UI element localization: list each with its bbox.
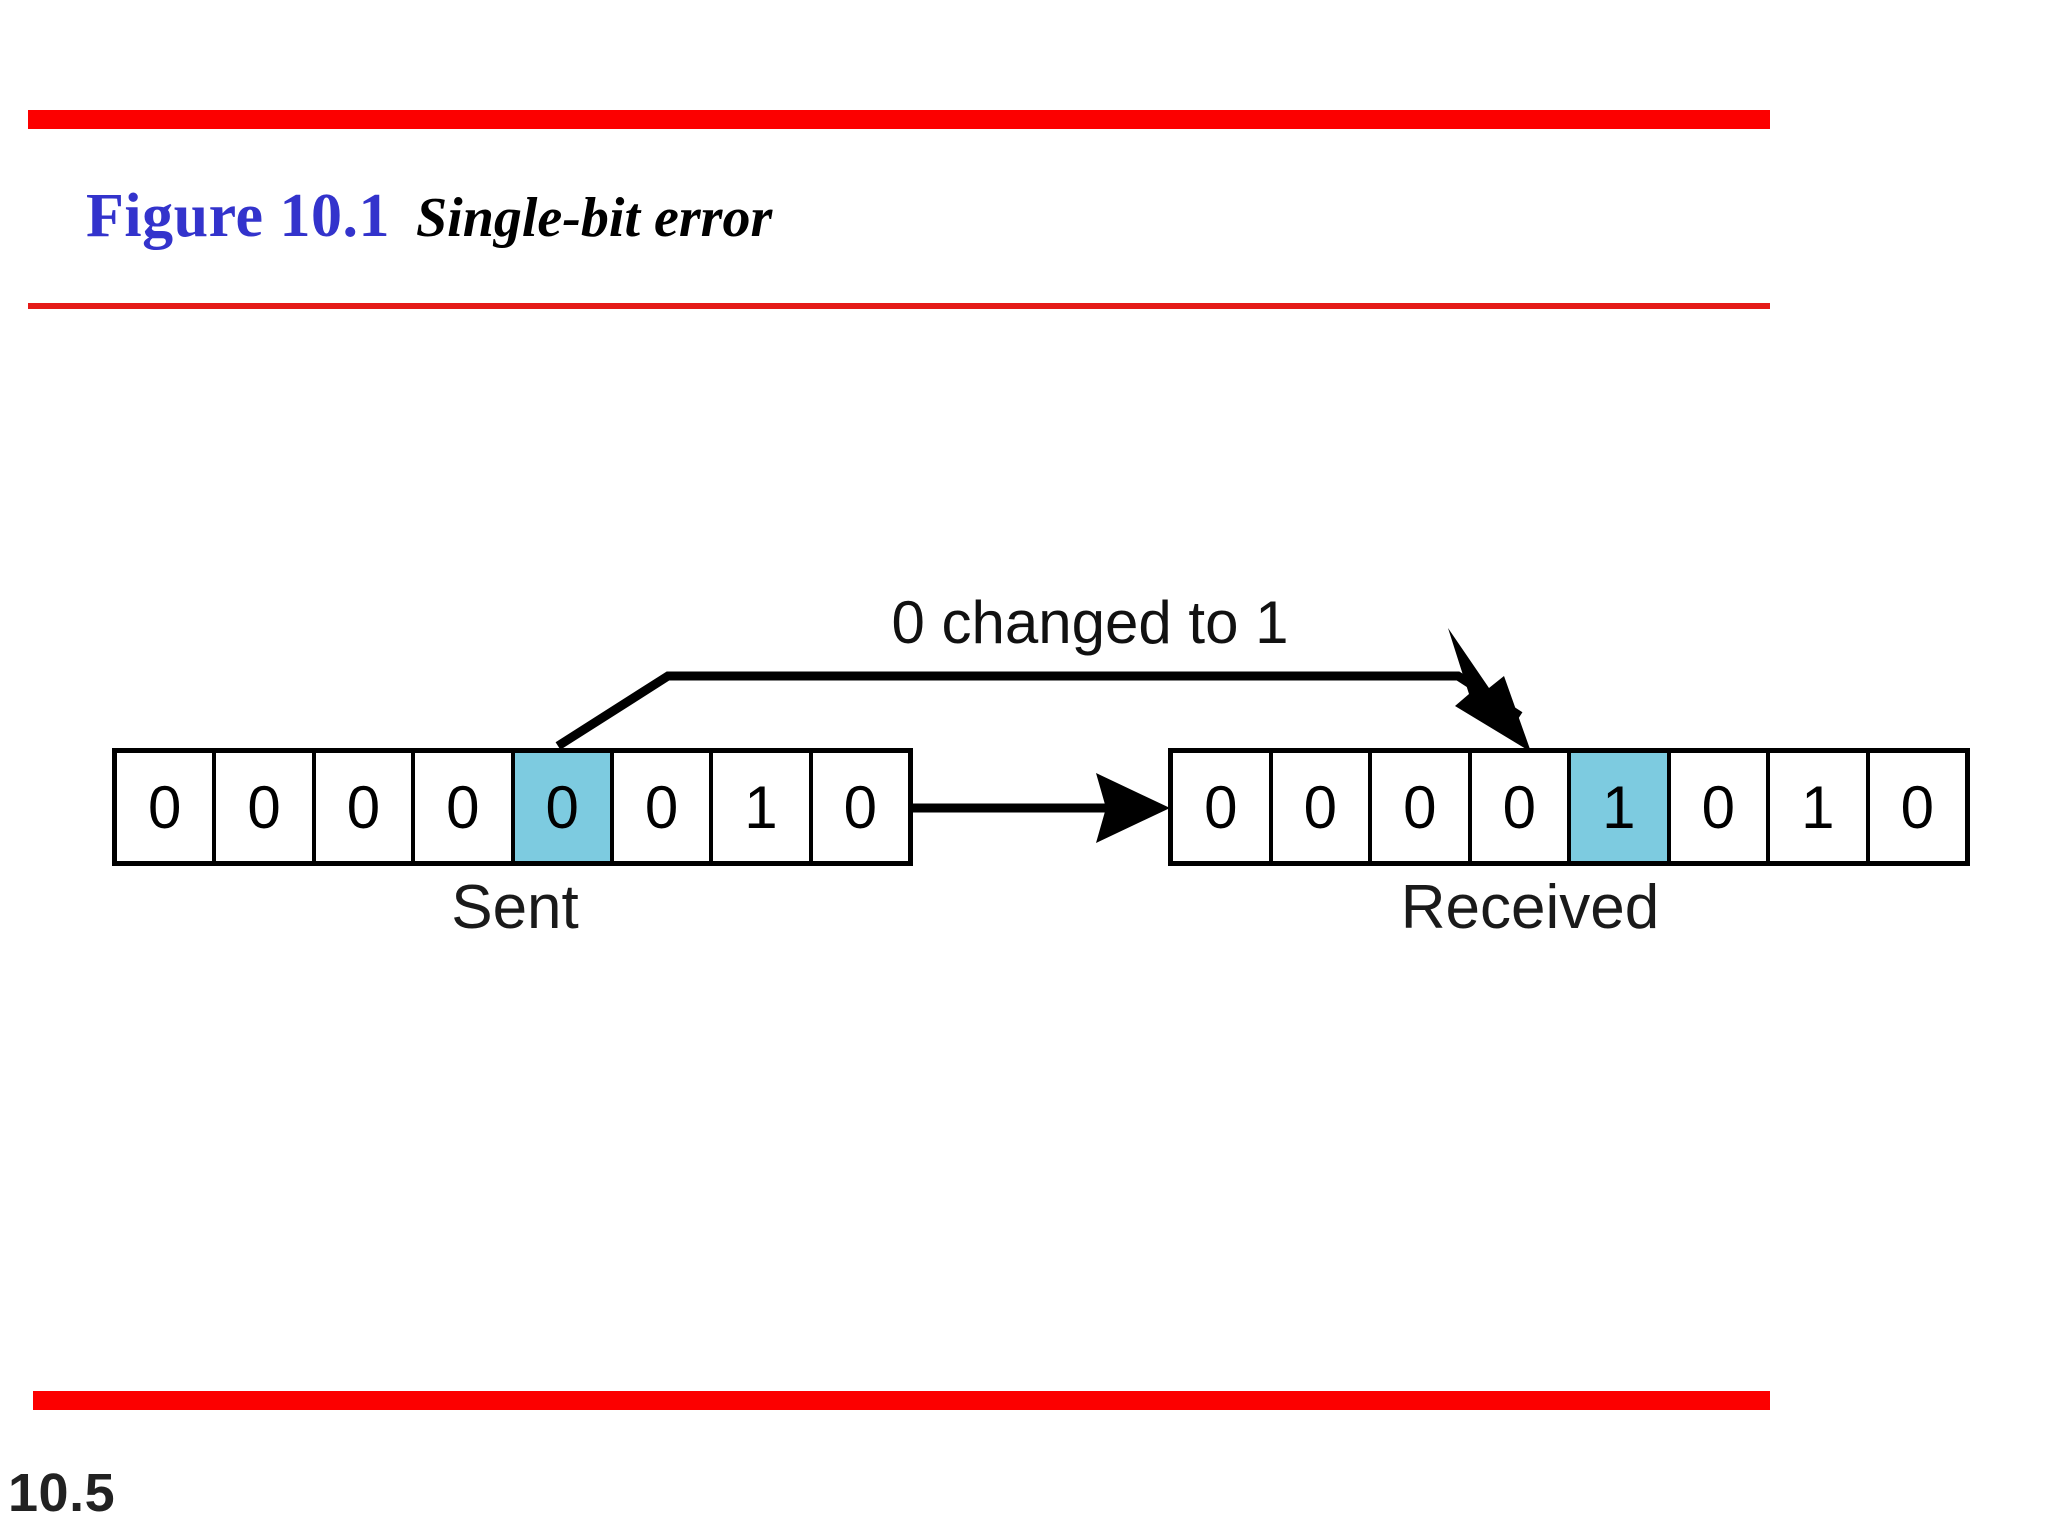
sent-byte-row: 0 0 0 0 0 0 1 0 xyxy=(112,748,913,866)
received-label: Received xyxy=(1400,873,1660,942)
sent-bit-3: 0 xyxy=(415,753,515,861)
error-arrowhead-icon xyxy=(1448,628,1531,752)
sent-bit-6: 1 xyxy=(713,753,813,861)
figure-number: Figure 10.1 xyxy=(86,182,390,250)
received-bit-6: 1 xyxy=(1770,753,1870,861)
page-number: 10.5 xyxy=(8,1463,116,1523)
header-rule-thin xyxy=(28,303,1770,309)
received-bit-1: 0 xyxy=(1272,753,1372,861)
received-bit-4-highlighted: 1 xyxy=(1571,753,1671,861)
sent-label: Sent xyxy=(451,873,579,942)
received-byte-row: 0 0 0 0 1 0 1 0 xyxy=(1168,748,1970,866)
footer-rule-thick xyxy=(33,1391,1770,1410)
sent-bit-1: 0 xyxy=(216,753,316,861)
received-bit-7: 0 xyxy=(1869,753,1965,861)
figure-caption: Single-bit error xyxy=(416,187,773,249)
received-bit-5: 0 xyxy=(1670,753,1770,861)
sent-bit-5: 0 xyxy=(613,753,714,861)
received-bit-3: 0 xyxy=(1471,753,1571,861)
sent-bit-4-highlighted: 0 xyxy=(514,753,614,861)
error-leader-line xyxy=(555,671,1523,750)
received-bit-2: 0 xyxy=(1372,753,1472,861)
page-title: Figure 10.1 Single-bit error xyxy=(86,185,772,247)
sent-bit-2: 0 xyxy=(315,753,416,861)
error-annotation-label: 0 changed to 1 xyxy=(891,589,1289,656)
transmission-arrowhead-icon xyxy=(1096,773,1170,843)
received-bit-0: 0 xyxy=(1173,753,1273,861)
sent-bit-0: 0 xyxy=(117,753,217,861)
sent-bit-7: 0 xyxy=(812,753,908,861)
header-rule-thick xyxy=(28,110,1770,129)
